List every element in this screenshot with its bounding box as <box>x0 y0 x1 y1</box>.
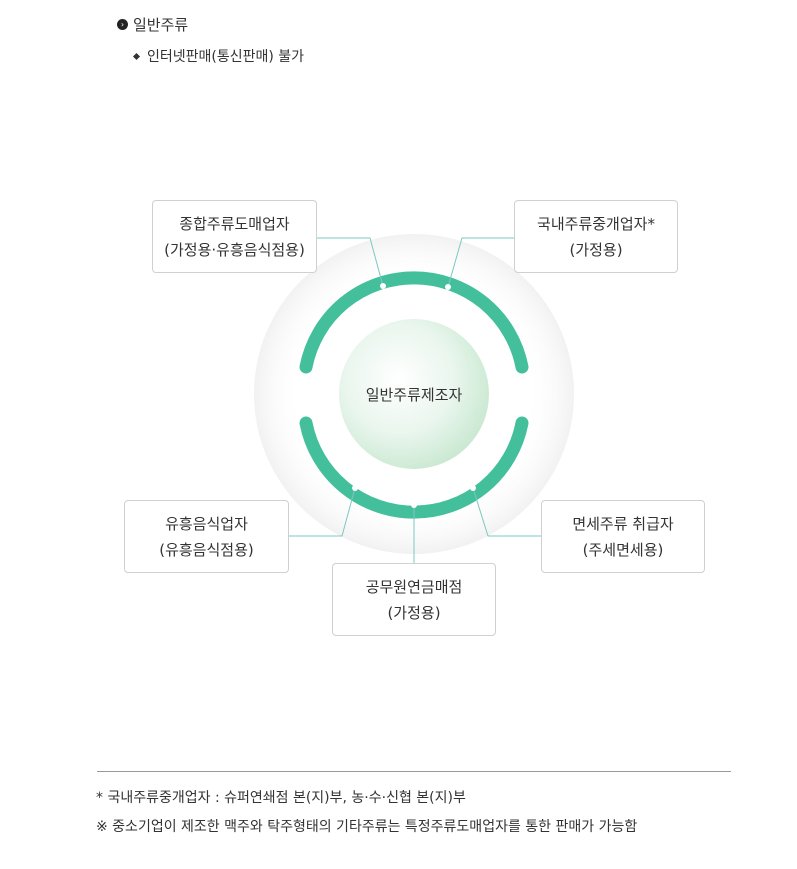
node-dot-dutyfree <box>470 485 476 491</box>
box-wholesaler: 종합주류도매업자 (가정용·유흥음식점용) <box>152 200 317 273</box>
box-restaurant: 유흥음식업자 (유흥음식점용) <box>124 500 289 573</box>
center-circle <box>339 319 489 469</box>
chevron-circle-icon: › <box>117 19 128 30</box>
node-dot-pension <box>411 502 417 508</box>
node-dot-restaurant <box>352 485 358 491</box>
box-wholesaler-line1: 종합주류도매업자 <box>179 214 290 233</box>
box-dutyfree: 면세주류 취급자 (주세면세용) <box>541 500 705 573</box>
box-pension-line1: 공무원연금매점 <box>365 577 463 596</box>
box-restaurant-line2: (유흥음식점용) <box>159 540 254 559</box>
upper-arc <box>299 271 529 374</box>
divider <box>97 771 731 772</box>
center-label: 일반주류제조자 <box>365 386 463 404</box>
node-dot-wholesaler <box>380 283 386 289</box>
box-restaurant-line1: 유흥음식업자 <box>165 514 248 533</box>
section-heading: › 일반주류 <box>117 14 188 35</box>
section-heading-text: 일반주류 <box>133 16 189 34</box>
box-pension: 공무원연금매점 (가정용) <box>332 563 496 636</box>
box-pension-line2: (가정용) <box>387 603 441 622</box>
box-wholesaler-line2: (가정용·유흥음식점용) <box>164 240 305 259</box>
footnote-sme: ※ 중소기업이 제조한 맥주와 탁주형태의 기타주류는 특정주류도매업자를 통한… <box>96 819 638 835</box>
box-broker: 국내주류중개업자* (가정용) <box>514 200 678 273</box>
box-dutyfree-line2: (주세면세용) <box>582 540 664 559</box>
connector-restaurant <box>289 487 356 537</box>
node-dot-broker <box>445 284 451 290</box>
box-broker-line2: (가정용) <box>569 240 623 259</box>
connector-broker <box>447 237 514 288</box>
box-broker-line1: 국내주류중개업자* <box>537 214 655 233</box>
footnote-broker: * 국내주류중개업자 : 슈퍼연쇄점 본(지)부, 농·수·신협 본(지)부 <box>96 790 466 806</box>
sub-bullet: 인터넷판매(통신판매) 불가 <box>132 46 305 66</box>
connector-dutyfree <box>472 487 541 537</box>
box-dutyfree-line1: 면세주류 취급자 <box>572 514 674 533</box>
connector-wholesaler <box>316 237 384 287</box>
sub-bullet-text: 인터넷판매(통신판매) 불가 <box>147 49 305 65</box>
